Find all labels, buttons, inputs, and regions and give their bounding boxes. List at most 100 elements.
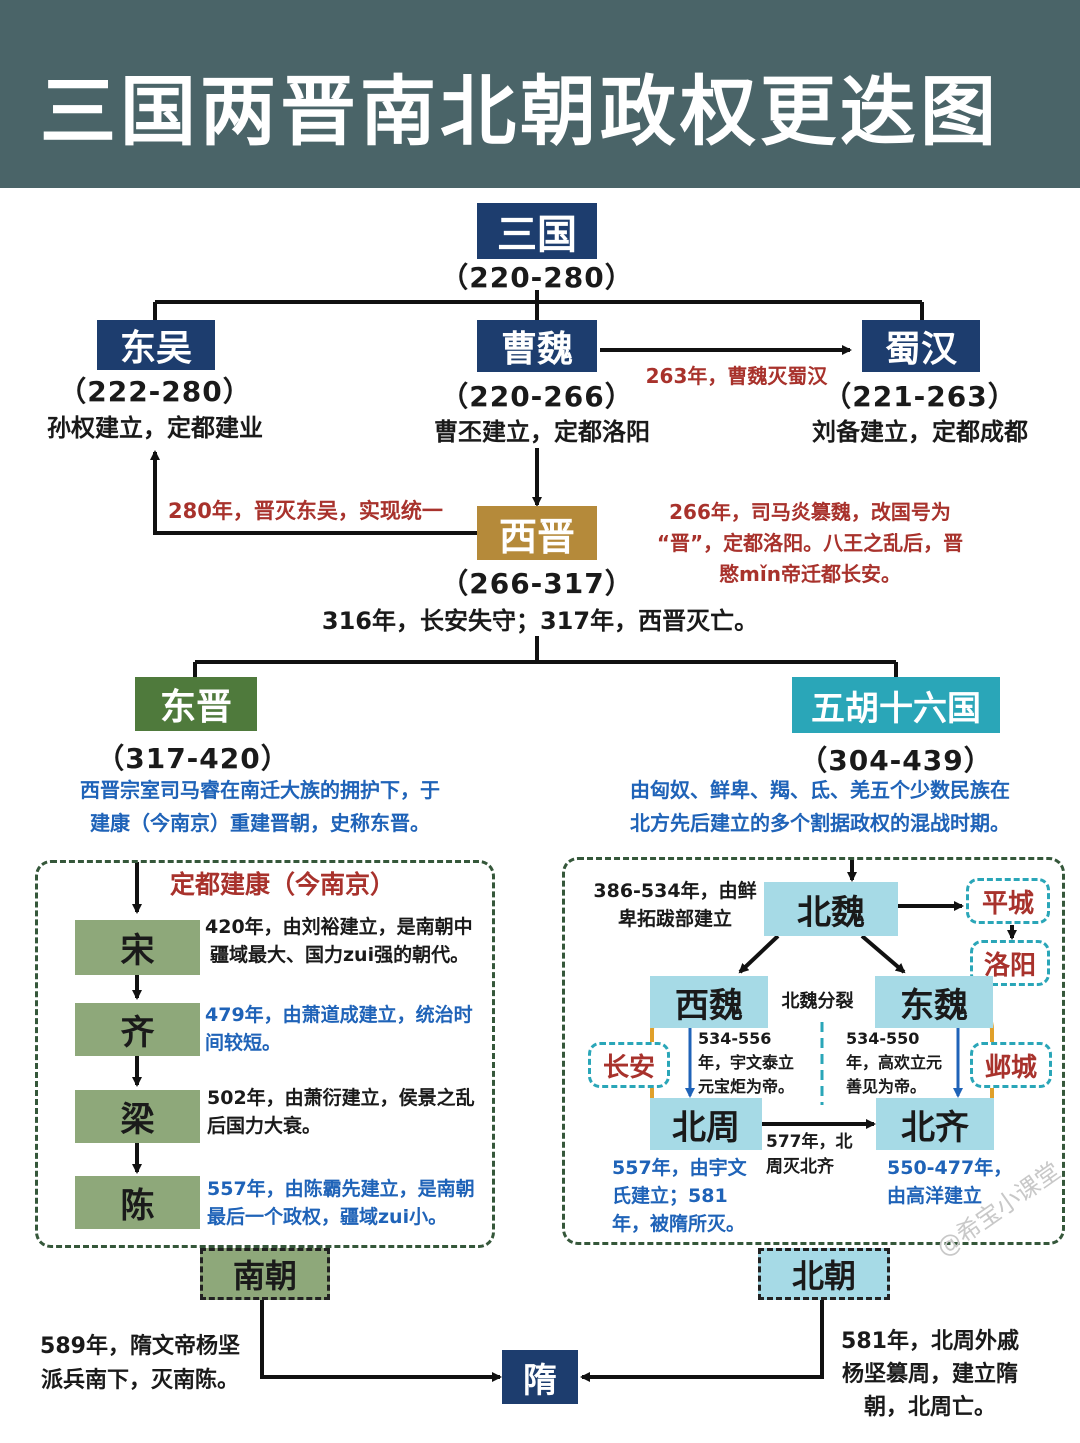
qi-desc-line: 间较短。 <box>205 1032 282 1054</box>
luoyang-text: 洛阳 <box>983 950 1036 981</box>
song-desc: 420年，由刘裕建立，是南朝中 疆域最大、国力zui强的朝代。 <box>205 913 495 969</box>
sui-left-line: 派兵南下，灭南陈。 <box>40 1368 239 1393</box>
qi-box: 齐 <box>75 1003 200 1056</box>
beizhou-desc: 557年，由宇文 氏建立；581 年，被隋所灭。 <box>612 1154 772 1238</box>
dongwei-desc-line: 善见为帝。 <box>846 1077 927 1096</box>
dongwu-years: （222-280） <box>58 375 252 408</box>
beizhou-desc-line: 557年，由宇文 <box>612 1157 747 1179</box>
beizhou-desc-line: 氏建立；581 <box>612 1185 728 1207</box>
pingcheng-label: 平城 <box>966 878 1050 924</box>
liang-name: 梁 <box>120 1100 155 1140</box>
sui-right-line: 杨坚篡周，建立隋 <box>841 1362 1018 1387</box>
xijin-years: （266-317） <box>440 567 634 600</box>
chen-box: 陈 <box>75 1176 200 1229</box>
xijin-end: 316年，长安失守；317年，西晋灭亡。 <box>321 607 759 635</box>
xijin-note-line: 愍mǐn帝迁都长安。 <box>719 562 901 586</box>
south-capital: 定都建康（今南京） <box>170 870 396 899</box>
qi-name: 齐 <box>120 1013 155 1053</box>
xiwei-desc: 534-556 年，宇文泰立 元宝炬为帝。 <box>698 1027 823 1099</box>
zhou-qi-note-line: 577年，北 <box>766 1132 853 1152</box>
liang-desc: 502年，由萧衍建立，侯景之乱 后国力大衰。 <box>207 1084 497 1140</box>
beiwei-desc-line: 卑拓跋部建立 <box>617 908 732 930</box>
beiwei-desc-line: 386-534年，由鲜 <box>593 880 757 902</box>
changan-text: 长安 <box>602 1052 655 1083</box>
dongjin-desc-line: 西晋宗室司马睿在南迁大族的拥护下，于 <box>80 778 440 802</box>
nanchao-label: 南朝 <box>200 1248 330 1300</box>
yecheng-text: 邺城 <box>984 1052 1037 1083</box>
sui-box: 隋 <box>502 1350 578 1404</box>
south-panel <box>35 860 495 1248</box>
xiwei-desc-line: 年，宇文泰立 <box>698 1053 795 1072</box>
song-desc-line: 疆域最大、国力zui强的朝代。 <box>210 944 470 966</box>
chen-desc-line: 最后一个政权，疆域zui小。 <box>207 1206 448 1228</box>
chen-desc-line: 557年，由陈霸先建立，是南朝 <box>207 1178 475 1200</box>
wei-shu-note: 263年，曹魏灭蜀汉 <box>645 364 828 388</box>
beiqi-name: 北齐 <box>901 1107 969 1148</box>
beizhou-box: 北周 <box>650 1098 762 1150</box>
beiwei-box: 北魏 <box>764 882 898 936</box>
caowei-desc: 曹丕建立，定都洛阳 <box>434 418 650 446</box>
sui-left-line: 589年，隋文帝杨坚 <box>40 1334 240 1359</box>
liang-desc-line: 502年，由萧衍建立，侯景之乱 <box>207 1087 475 1109</box>
xijin-note: 266年，司马炎篡魏，改国号为 “晋”，定都洛阳。八王之乱后，晋 愍mǐn帝迁都… <box>630 497 990 590</box>
changan-label: 长安 <box>588 1042 670 1088</box>
wuhu-desc-line: 北方先后建立的多个割据政权的混战时期。 <box>630 811 1010 835</box>
dongwei-box: 东魏 <box>875 976 993 1028</box>
beiqi-desc-line: 550-477年， <box>887 1157 1013 1179</box>
zhou-qi-note: 577年，北 周灭北齐 <box>766 1130 871 1180</box>
dongwu-desc: 孙权建立，定都建业 <box>47 414 263 442</box>
header-bar <box>0 0 1080 188</box>
dongwei-desc-line: 534-550 <box>846 1029 920 1048</box>
sui-right-line: 581年，北周外戚 <box>841 1329 1019 1354</box>
xijin-note-line: “晋”，定都洛阳。八王之乱后，晋 <box>656 531 964 555</box>
north-panel <box>562 857 1065 1245</box>
yecheng-label: 邺城 <box>970 1042 1052 1088</box>
xijin-note-line: 266年，司马炎篡魏，改国号为 <box>669 500 951 524</box>
shuhan-name: 蜀汉 <box>884 329 957 370</box>
caowei-box: 曹魏 <box>477 320 597 372</box>
beiqi-desc: 550-477年， 由高洋建立 <box>887 1154 1047 1210</box>
song-desc-line: 420年，由刘裕建立，是南朝中 <box>205 916 473 938</box>
dongwu-box: 东吴 <box>97 320 215 370</box>
dongwei-desc-line: 年，高欢立元 <box>846 1053 943 1072</box>
dongjin-box: 东晋 <box>135 677 257 731</box>
split-note: 北魏分裂 <box>781 991 854 1012</box>
chen-desc: 557年，由陈霸先建立，是南朝 最后一个政权，疆域zui小。 <box>207 1175 497 1231</box>
xiwei-desc-line: 元宝炬为帝。 <box>698 1077 795 1096</box>
caowei-name: 曹魏 <box>500 329 573 370</box>
dongwei-desc: 534-550 年，高欢立元 善见为帝。 <box>846 1027 961 1099</box>
wuhu-box: 五胡十六国 <box>792 677 1000 733</box>
caowei-years: （220-266） <box>440 380 634 413</box>
song-box: 宋 <box>75 920 200 975</box>
wuhu-years: （304-439） <box>799 744 993 777</box>
qi-desc-line: 479年，由萧道成建立，统治时 <box>205 1004 473 1026</box>
beichao-text: 北朝 <box>791 1257 856 1295</box>
beizhou-name: 北周 <box>672 1107 740 1148</box>
xijin-box: 西晋 <box>477 506 597 560</box>
xiwei-desc-line: 534-556 <box>698 1029 772 1048</box>
shuhan-years: （221-263） <box>823 380 1017 413</box>
beiwei-desc: 386-534年，由鲜 卑拓跋部建立 <box>580 877 770 933</box>
beiqi-box: 北齐 <box>876 1098 994 1150</box>
sanguo-box: 三国 <box>477 203 597 259</box>
dongjin-desc-line: 建康（今南京）重建晋朝，史称东晋。 <box>90 811 430 835</box>
sanguo-years: （220-280） <box>440 261 634 294</box>
sui-right-note: 581年，北周外戚 杨坚篡周，建立隋 朝，北周亡。 <box>830 1325 1030 1424</box>
nanchao-text: 南朝 <box>232 1257 297 1295</box>
sui-right-line: 朝，北周亡。 <box>863 1395 996 1420</box>
zhou-qi-note-line: 周灭北齐 <box>766 1157 834 1177</box>
song-name: 宋 <box>120 931 155 971</box>
dongwu-name: 东吴 <box>119 328 192 369</box>
dongjin-name: 东晋 <box>159 687 232 728</box>
jin-wu-note: 280年，晋灭东吴，实现统一 <box>168 499 443 523</box>
sui-left-note: 589年，隋文帝杨坚 派兵南下，灭南陈。 <box>20 1330 260 1398</box>
liang-box: 梁 <box>75 1090 200 1143</box>
dongjin-desc: 西晋宗室司马睿在南迁大族的拥护下，于 建康（今南京）重建晋朝，史称东晋。 <box>30 774 490 840</box>
beiwei-name: 北魏 <box>797 892 865 933</box>
pingcheng-text: 平城 <box>981 888 1034 919</box>
shuhan-desc: 刘备建立，定都成都 <box>812 418 1028 446</box>
xiwei-box: 西魏 <box>650 976 768 1028</box>
beizhou-desc-line: 年，被隋所灭。 <box>612 1213 746 1235</box>
wuhu-desc-line: 由匈奴、鲜卑、羯、氐、羌五个少数民族在 <box>630 778 1010 802</box>
